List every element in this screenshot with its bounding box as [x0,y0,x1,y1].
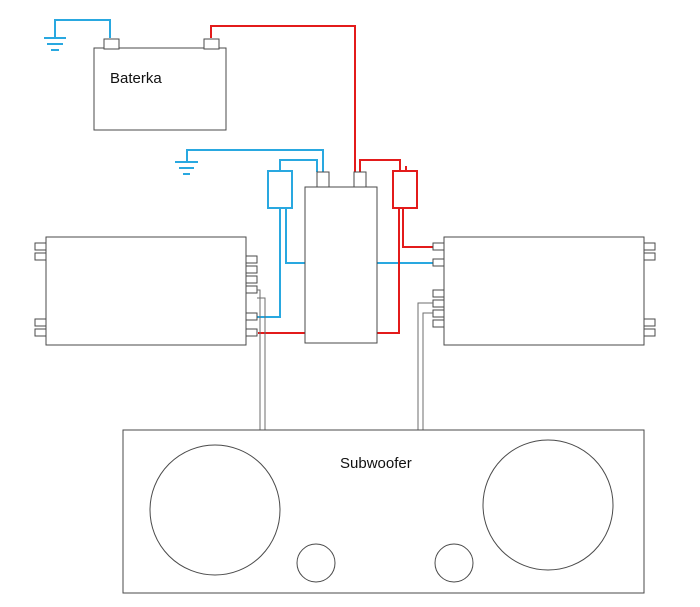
speaker-wires [257,289,433,430]
fuse-positive [392,170,418,209]
subwoofer-enclosure: Subwoofer [122,429,645,594]
ground-symbol-bottom [175,161,198,175]
amplifier-right [432,236,656,346]
positive-wires [210,25,437,334]
distribution-block [304,171,378,344]
port-tube-left [296,543,336,583]
speaker-cone-right [482,439,614,571]
port-tube-right [434,543,474,583]
ground-symbol-top [44,37,66,51]
battery-label: Baterka [110,70,162,87]
battery: Baterka [93,38,227,131]
amplifier-left [34,236,258,346]
subwoofer-label: Subwoofer [340,455,412,472]
speaker-cone-left [149,444,281,576]
fuse-ground [267,170,293,209]
